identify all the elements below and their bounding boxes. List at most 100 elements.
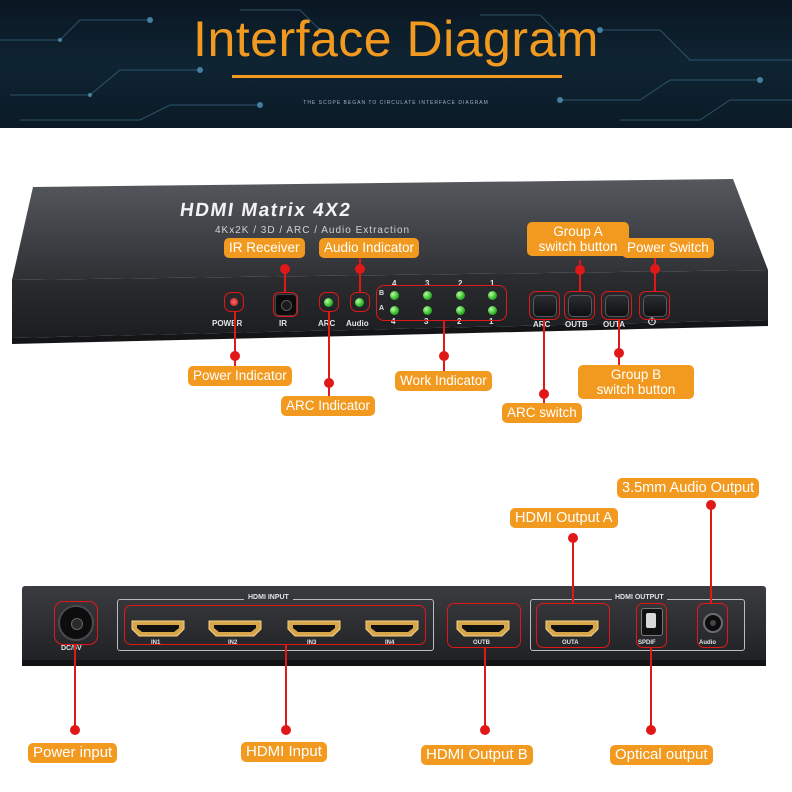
outa-label: OUTA	[562, 640, 579, 646]
hdmi-output-b-callout: HDMI Output B	[421, 745, 533, 765]
arc-switch-pointer-dot	[539, 389, 549, 399]
outb-label: OUTB	[473, 640, 490, 646]
device-model-text: HDMI Matrix 4X2	[178, 200, 353, 221]
hdmi-output-label: HDMI OUTPUT	[612, 594, 667, 601]
device-features-text: 4Kx2K / 3D / ARC / Audio Extraction	[215, 225, 411, 236]
header-banner: Interface Diagram THE SCOPE BEGAN TO CIR…	[0, 0, 792, 128]
group-a-pointer-line	[579, 260, 581, 291]
audio-label: Audio	[346, 319, 369, 328]
dc-jack-pin	[71, 618, 83, 630]
outb-switch-button[interactable]	[568, 295, 592, 317]
optical-output-callout: Optical output	[610, 745, 713, 765]
hdmi-output-a-callout: HDMI Output A	[510, 508, 618, 528]
hdmi-in1-port	[131, 620, 185, 637]
led-number-bottom-4: 4	[391, 317, 396, 326]
led-a2	[456, 306, 465, 315]
led-number-top-2: 2	[458, 279, 463, 288]
hdmi-input-pointer-dot	[281, 725, 291, 735]
power-indicator-pointer-line	[234, 312, 236, 367]
hdmi-in2-port	[208, 620, 262, 637]
power-input-callout: Power input	[28, 743, 118, 763]
led-row-b-label: B	[379, 290, 385, 297]
power-switch-pointer-line	[654, 258, 656, 291]
group-b-callout: Group B switch button	[578, 365, 694, 399]
power-switch-pointer-dot	[650, 264, 660, 274]
power-indicator-callout: Power Indicator	[188, 366, 292, 386]
hdmi-input-pointer-line	[285, 645, 287, 733]
group-a-callout-line2: switch button	[538, 239, 618, 254]
led-b3	[423, 291, 432, 300]
arc-switch-pointer-line	[543, 320, 545, 403]
audio-led	[355, 298, 364, 307]
power-input-pointer-dot	[70, 725, 80, 735]
group-a-callout: Group A switch button	[527, 222, 629, 256]
hdmi-input-highlight	[124, 605, 426, 645]
outb-button-label: OUTB	[565, 320, 588, 329]
hdmi-output-a-pointer-dot	[568, 533, 578, 543]
spdif-port-window	[646, 613, 656, 628]
page-title: Interface Diagram	[193, 11, 599, 67]
in1-label: IN1	[151, 640, 161, 646]
arc-switch-button[interactable]	[533, 295, 557, 317]
hdmi-outb-port	[456, 620, 510, 637]
optical-output-pointer-line	[650, 648, 652, 733]
work-indicator-pointer-dot	[439, 351, 449, 361]
power-led	[230, 298, 238, 306]
arc-indicator-pointer-dot	[324, 378, 334, 388]
hdmi-output-b-pointer-dot	[480, 725, 490, 735]
outa-button-label: OUTA	[603, 320, 626, 329]
audio-pointer-line	[359, 258, 361, 292]
led-number-top-3: 3	[425, 279, 430, 288]
hdmi-outb-highlight	[447, 603, 521, 648]
work-indicator-highlight	[376, 285, 507, 321]
audio-indicator-callout: Audio Indicator	[319, 238, 420, 258]
audio-jack-label: Audio	[699, 640, 716, 646]
in4-label: IN4	[385, 640, 395, 646]
group-b-callout-line1: Group B	[610, 367, 662, 382]
led-a4	[390, 306, 399, 315]
in3-label: IN3	[307, 640, 317, 646]
group-a-callout-line1: Group A	[553, 224, 603, 239]
led-number-bottom-2: 2	[457, 317, 462, 326]
power-symbol-icon: ⏻	[648, 317, 656, 328]
hdmi-outa-highlight	[536, 603, 610, 648]
arc-button-label: ARC	[533, 320, 551, 329]
ir-receiver-callout: IR Receiver	[224, 238, 305, 258]
work-indicator-callout: Work Indicator	[395, 371, 492, 391]
ir-sensor-lens	[281, 300, 292, 311]
group-b-callout-line2: switch button	[596, 382, 676, 397]
led-b1	[488, 291, 497, 300]
audio-pointer-dot	[355, 264, 365, 274]
audio-output-pointer-dot	[706, 500, 716, 510]
arc-label: ARC	[318, 319, 336, 328]
group-b-pointer-dot	[614, 348, 624, 358]
dc-label: DC/5V	[61, 645, 82, 652]
arc-led	[324, 298, 333, 307]
audio-output-pointer-line	[710, 505, 712, 603]
power-switch-callout: Power Switch	[622, 238, 714, 258]
power-input-pointer-line	[74, 645, 76, 733]
arc-led-highlight	[319, 292, 339, 312]
arc-indicator-pointer-line	[328, 312, 330, 397]
led-b4	[390, 291, 399, 300]
led-number-bottom-3: 3	[424, 317, 429, 326]
ir-label: IR	[279, 319, 287, 328]
spdif-highlight	[636, 603, 667, 648]
ir-highlight	[273, 292, 298, 317]
audio-output-callout: 3.5mm Audio Output	[617, 478, 760, 498]
outb-button-highlight	[564, 291, 595, 320]
group-b-pointer-line	[618, 320, 620, 366]
outa-switch-button[interactable]	[605, 295, 629, 317]
arc-indicator-callout: ARC Indicator	[281, 396, 376, 416]
power-button-highlight	[639, 291, 670, 320]
ir-pointer-dot	[280, 264, 290, 274]
title-underline	[232, 75, 562, 78]
hdmi-input-label: HDMI INPUT	[244, 594, 293, 601]
power-switch-button[interactable]	[643, 295, 667, 317]
outa-button-highlight	[601, 291, 632, 320]
in2-label: IN2	[228, 640, 238, 646]
power-led-highlight	[224, 292, 244, 312]
dc-jack-highlight	[54, 601, 98, 645]
hdmi-outa-port	[545, 620, 599, 637]
led-b2	[456, 291, 465, 300]
